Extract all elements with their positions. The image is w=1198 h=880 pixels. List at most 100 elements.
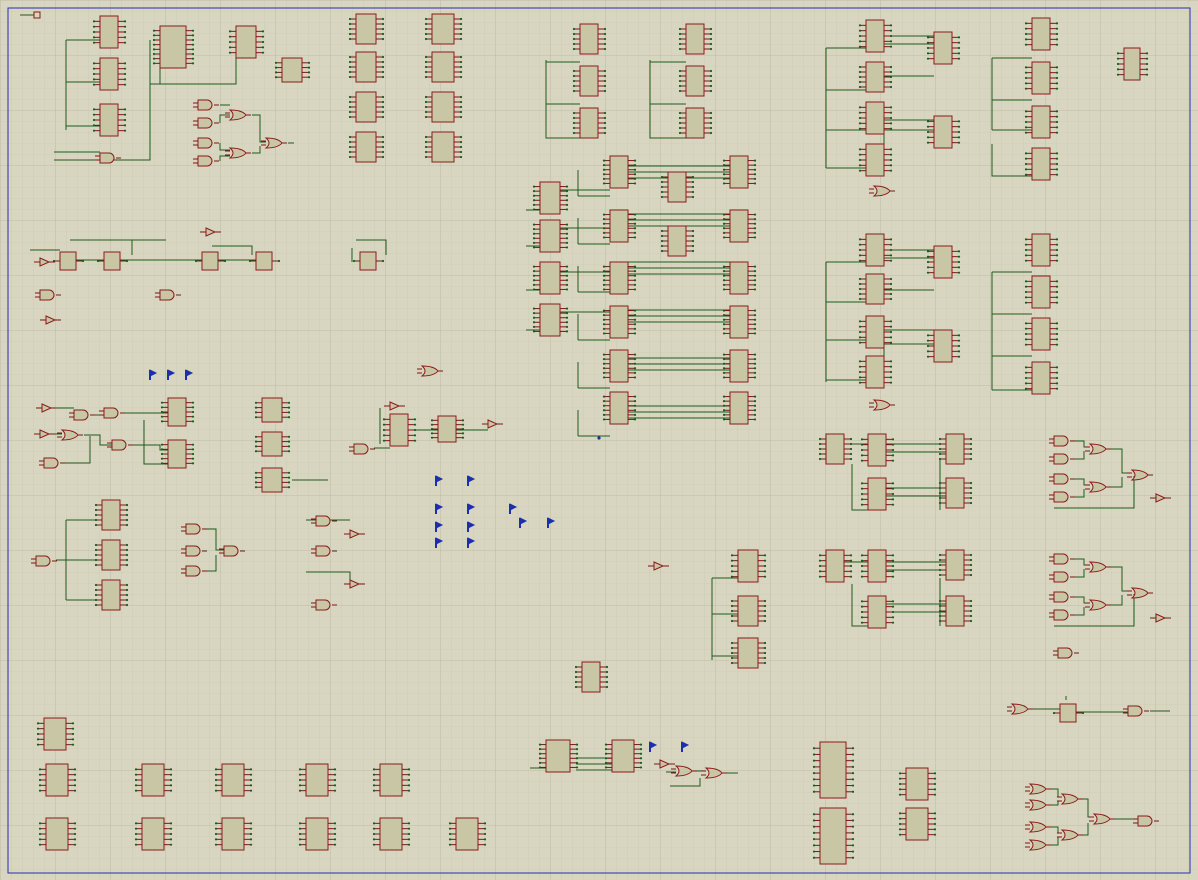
ic-package-icon[interactable] — [214, 763, 253, 797]
logic-gate-icon[interactable] — [1025, 799, 1051, 811]
logic-probe-flag-icon[interactable] — [149, 369, 158, 380]
ic-package-icon[interactable] — [678, 65, 713, 97]
logic-gate-icon[interactable] — [869, 399, 895, 411]
wire[interactable] — [207, 528, 224, 572]
logic-gate-icon[interactable] — [35, 289, 61, 301]
ic-package-icon[interactable] — [348, 51, 385, 83]
ic-package-icon[interactable] — [572, 23, 607, 55]
logic-gate-icon[interactable] — [193, 99, 219, 111]
ic-package-icon[interactable] — [1024, 233, 1059, 267]
ic-package-icon[interactable] — [424, 131, 463, 163]
logic-gate-icon[interactable] — [181, 545, 207, 557]
ic-package-icon[interactable] — [372, 763, 411, 797]
logic-probe-flag-icon[interactable] — [435, 521, 444, 532]
logic-probe-flag-icon[interactable] — [547, 517, 556, 528]
ic-package-icon[interactable] — [532, 303, 569, 337]
ic-package-icon[interactable] — [352, 251, 385, 271]
logic-gate-icon[interactable] — [1049, 491, 1075, 503]
ic-package-icon[interactable] — [298, 763, 337, 797]
ic-package-icon[interactable] — [812, 807, 855, 865]
ic-package-icon[interactable] — [722, 261, 757, 295]
logic-probe-flag-icon[interactable] — [509, 503, 518, 514]
logic-gate-icon[interactable] — [311, 545, 337, 557]
buffer-triangle-icon[interactable] — [36, 403, 57, 413]
ic-package-icon[interactable] — [730, 595, 767, 627]
ic-package-icon[interactable] — [1024, 147, 1059, 181]
ic-package-icon[interactable] — [860, 595, 895, 629]
wire[interactable] — [991, 57, 1032, 177]
wire[interactable] — [577, 266, 610, 293]
ic-package-icon[interactable] — [722, 155, 757, 189]
logic-gate-icon[interactable] — [1049, 571, 1075, 583]
ic-package-icon[interactable] — [602, 209, 637, 243]
logic-gate-icon[interactable] — [1057, 829, 1083, 841]
logic-gate-icon[interactable] — [1007, 703, 1033, 715]
logic-gate-icon[interactable] — [1133, 815, 1159, 827]
ic-package-icon[interactable] — [898, 767, 937, 801]
logic-gate-icon[interactable] — [1127, 587, 1153, 599]
ic-package-icon[interactable] — [602, 305, 637, 339]
ic-package-icon[interactable] — [372, 817, 411, 851]
ic-package-icon[interactable] — [722, 209, 757, 243]
ic-package-icon[interactable] — [660, 225, 695, 257]
ic-package-icon[interactable] — [678, 23, 713, 55]
wire[interactable] — [844, 561, 946, 627]
logic-gate-icon[interactable] — [1049, 609, 1075, 621]
logic-gate-icon[interactable] — [1049, 553, 1075, 565]
ic-package-icon[interactable] — [52, 251, 85, 271]
ic-package-icon[interactable] — [532, 261, 569, 295]
logic-gate-icon[interactable] — [261, 137, 287, 149]
logic-gate-icon[interactable] — [39, 457, 65, 469]
wire[interactable] — [530, 757, 612, 771]
wire[interactable] — [577, 410, 610, 437]
ic-package-icon[interactable] — [424, 13, 463, 45]
ic-package-icon[interactable] — [532, 219, 569, 253]
ic-package-icon[interactable] — [938, 595, 973, 627]
buffer-triangle-icon[interactable] — [384, 401, 405, 411]
ic-package-icon[interactable] — [348, 91, 385, 123]
wire[interactable] — [577, 218, 610, 245]
ic-package-icon[interactable] — [430, 415, 465, 443]
ic-package-icon[interactable] — [1116, 47, 1149, 81]
logic-probe-flag-icon[interactable] — [467, 521, 476, 532]
ic-package-icon[interactable] — [274, 57, 311, 83]
ic-package-icon[interactable] — [348, 13, 385, 45]
logic-gate-icon[interactable] — [1085, 481, 1111, 493]
ic-package-icon[interactable] — [602, 155, 637, 189]
wire[interactable] — [991, 271, 1032, 391]
ic-package-icon[interactable] — [860, 549, 895, 583]
logic-gate-icon[interactable] — [193, 137, 219, 149]
ic-package-icon[interactable] — [858, 273, 893, 305]
logic-gate-icon[interactable] — [1085, 599, 1111, 611]
wire[interactable] — [628, 357, 730, 371]
ic-package-icon[interactable] — [602, 391, 637, 425]
ic-package-icon[interactable] — [858, 19, 893, 53]
logic-gate-icon[interactable] — [349, 443, 375, 455]
wire[interactable] — [577, 170, 610, 197]
ic-package-icon[interactable] — [860, 433, 895, 467]
ic-package-icon[interactable] — [572, 107, 607, 139]
ic-package-icon[interactable] — [858, 61, 893, 93]
logic-gate-icon[interactable] — [1085, 443, 1111, 455]
wire[interactable] — [844, 443, 946, 511]
wire[interactable] — [54, 39, 237, 161]
buffer-triangle-icon[interactable] — [200, 227, 221, 237]
buffer-triangle-icon[interactable] — [1150, 493, 1171, 503]
wire[interactable] — [628, 261, 730, 275]
logic-gate-icon[interactable] — [107, 439, 133, 451]
wire[interactable] — [545, 60, 686, 139]
logic-gate-icon[interactable] — [1123, 705, 1149, 717]
logic-gate-icon[interactable] — [1053, 647, 1079, 659]
ic-package-icon[interactable] — [730, 549, 767, 583]
logic-gate-icon[interactable] — [671, 765, 697, 777]
buffer-triangle-icon[interactable] — [1150, 613, 1171, 623]
ic-package-icon[interactable] — [722, 305, 757, 339]
ic-package-icon[interactable] — [926, 329, 961, 363]
wire[interactable] — [56, 519, 102, 601]
logic-gate-icon[interactable] — [1025, 839, 1051, 851]
logic-probe-flag-icon[interactable] — [435, 503, 444, 514]
logic-gate-icon[interactable] — [99, 407, 125, 419]
logic-probe-flag-icon[interactable] — [167, 369, 176, 380]
